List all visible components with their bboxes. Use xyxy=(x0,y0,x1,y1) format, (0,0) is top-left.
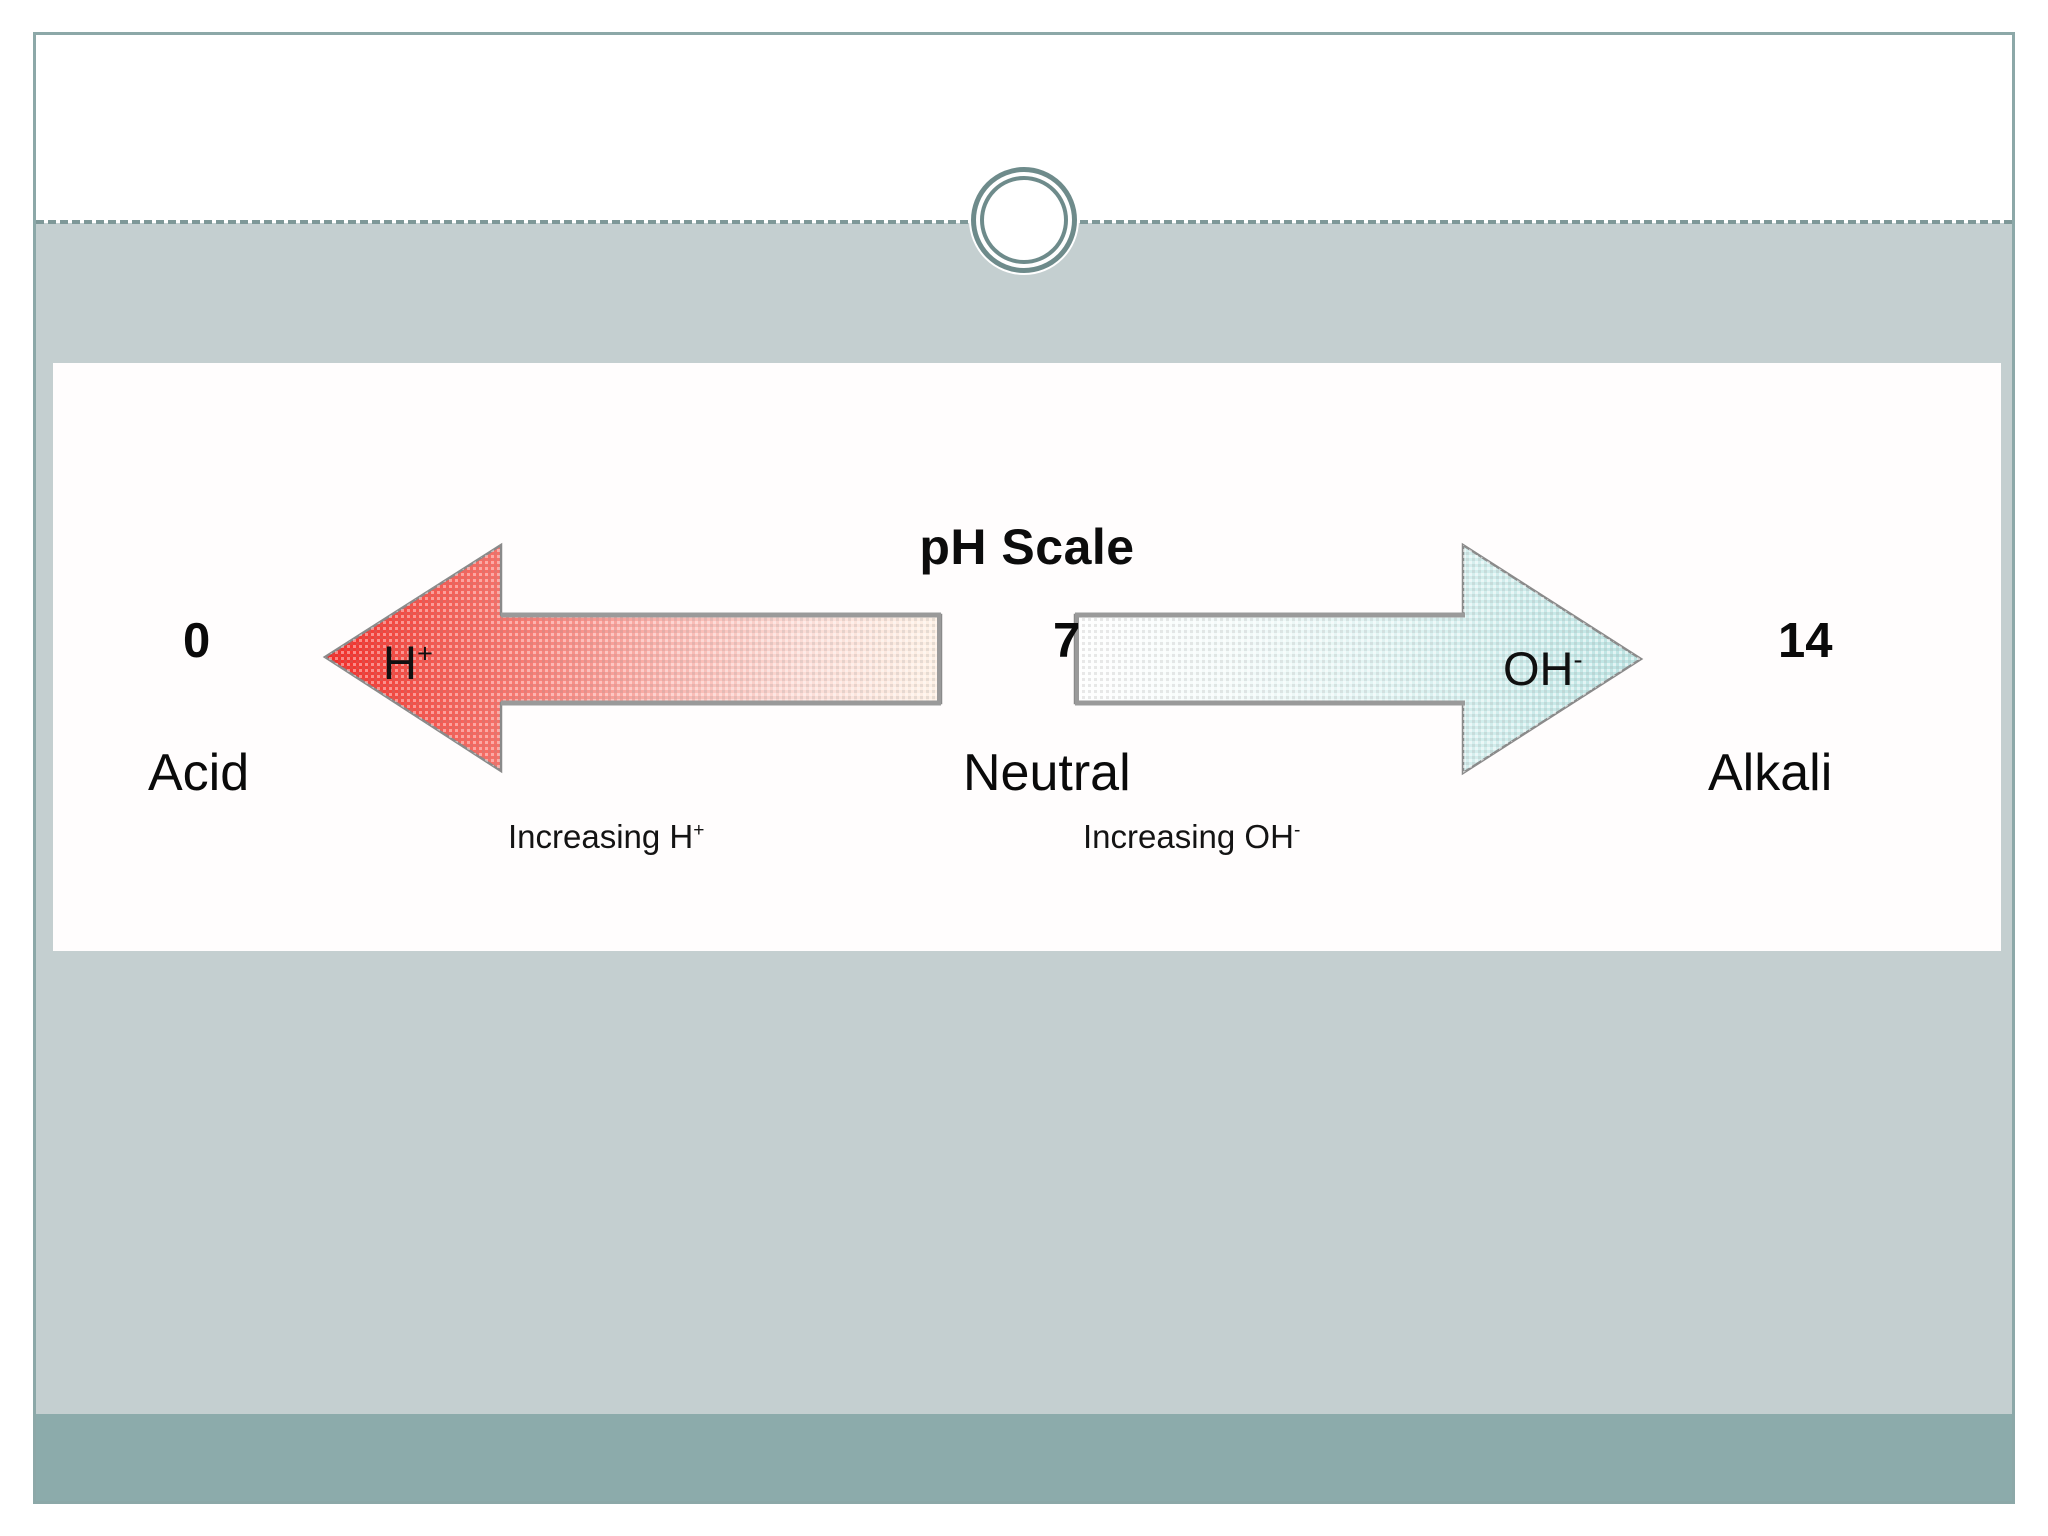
ph-arrows-graphic xyxy=(322,542,1644,776)
ion-label-hydrogen: H+ xyxy=(383,635,433,690)
circle-outer-ring xyxy=(971,167,1077,273)
scale-value-max: 14 xyxy=(1778,614,1833,668)
region-label-acid: Acid xyxy=(148,744,250,802)
ion-hydrogen-symbol: H xyxy=(383,636,417,689)
bottom-accent-band xyxy=(36,1414,2012,1501)
ion-label-hydroxide: OH- xyxy=(1503,641,1583,696)
ion-hydroxide-symbol: OH xyxy=(1503,642,1574,695)
scale-value-mid: 7 xyxy=(1053,614,1081,668)
region-label-alkali: Alkali xyxy=(1708,744,1833,802)
page-title: pH Scale xyxy=(919,519,1135,575)
ion-hydroxide-charge: - xyxy=(1573,643,1583,675)
circle-inner-ring xyxy=(980,176,1068,264)
caption-right-charge: - xyxy=(1293,820,1301,841)
content-panel: pH Scale 0 7 14 Acid Neutral Alkali H+ O… xyxy=(53,363,2001,951)
double-ring-circle-icon xyxy=(969,165,1079,275)
caption-right-text: Increasing OH xyxy=(1083,818,1294,855)
slide: pH Scale 0 7 14 Acid Neutral Alkali H+ O… xyxy=(33,32,2015,1504)
acid-arrow xyxy=(322,542,943,774)
region-label-neutral: Neutral xyxy=(963,744,1131,802)
ion-hydrogen-charge: + xyxy=(416,637,433,669)
alkali-arrow xyxy=(1073,542,1644,776)
caption-left-charge: + xyxy=(693,820,705,841)
caption-increasing-hydroxide: Increasing OH- xyxy=(1083,818,1300,856)
caption-increasing-hydrogen: Increasing H+ xyxy=(508,818,704,856)
ph-scale-diagram: pH Scale 0 7 14 Acid Neutral Alkali H+ O… xyxy=(53,363,2001,951)
scale-value-min: 0 xyxy=(183,614,211,668)
caption-left-text: Increasing H xyxy=(508,818,694,855)
